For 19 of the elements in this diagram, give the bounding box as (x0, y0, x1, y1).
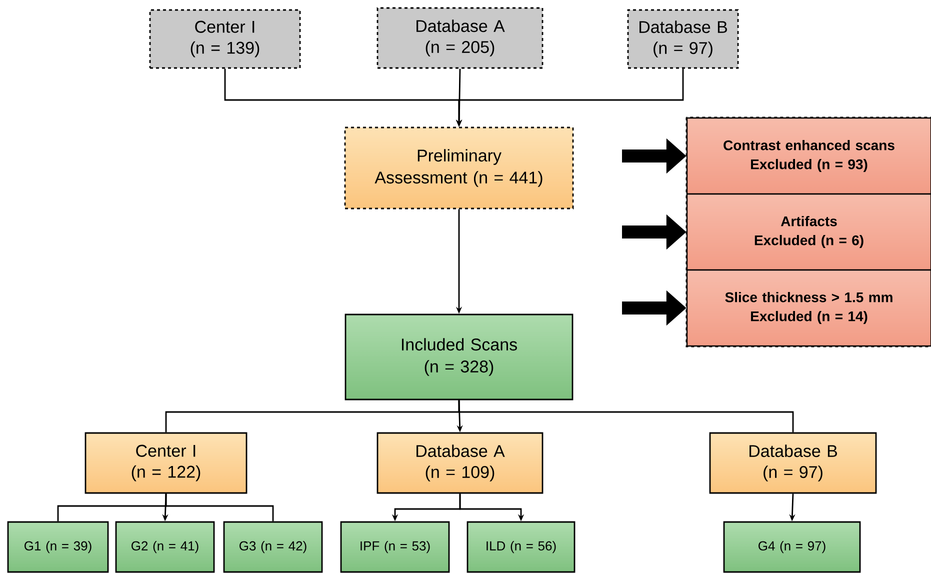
exclusion-box: Slice thickness > 1.5 mm Excluded (n = 14) (686, 269, 931, 347)
group-box: Center I (n = 122) (84, 432, 248, 494)
assessment-box: Preliminary Assessment (n = 441) (344, 126, 574, 210)
subgroup-box: IPF (n = 53) (340, 521, 450, 573)
source-box: Database A (n = 205) (376, 7, 544, 69)
exclusion-box: Artifacts Excluded (n = 6) (686, 193, 931, 271)
exclusion-box: Contrast enhanced scans Excluded (n = 93) (686, 117, 931, 195)
subgroup-box: G4 (n = 97) (723, 521, 861, 573)
source-box: Database B (n = 97) (627, 9, 739, 69)
subgroup-box: ILD (n = 56) (466, 521, 576, 573)
connector (165, 494, 274, 522)
group-box: Database B (n = 97) (709, 432, 877, 494)
subgroup-box: G2 (n = 41) (115, 521, 215, 573)
source-box: Center I (n = 139) (149, 9, 301, 69)
group-box: Database A (n = 109) (376, 432, 544, 494)
subgroup-box: G3 (n = 42) (223, 521, 323, 573)
subgroup-box: G1 (n = 39) (7, 521, 109, 573)
connector (458, 400, 794, 432)
included-box: Included Scans (n = 328) (344, 314, 574, 400)
